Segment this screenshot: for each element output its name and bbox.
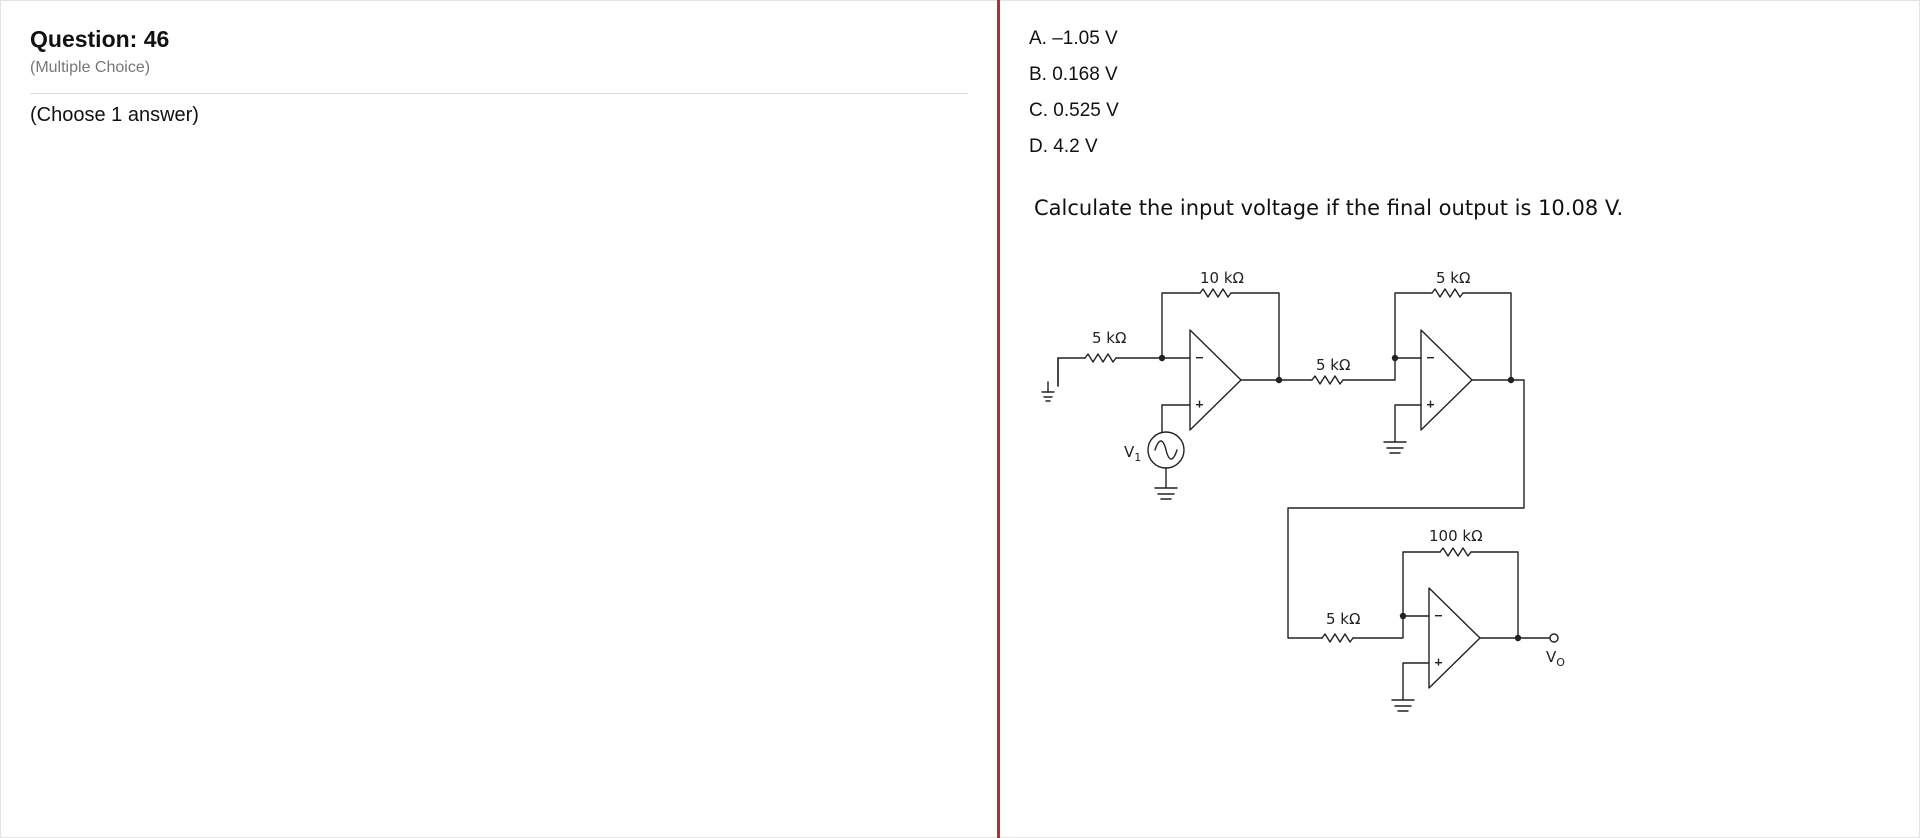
question-type: (Multiple Choice) bbox=[30, 59, 151, 76]
resistor-rin1 bbox=[1084, 353, 1117, 363]
op-amp-2 bbox=[1420, 329, 1473, 431]
resistor-rf3 bbox=[1439, 547, 1472, 557]
pane-divider bbox=[997, 0, 1000, 838]
output-label: VO bbox=[1546, 648, 1565, 669]
resistor-rf3-label: 100 kΩ bbox=[1429, 527, 1483, 545]
question-header-pane: Question: 46 (Multiple Choice) (Choose 1… bbox=[30, 26, 968, 126]
header-divider bbox=[30, 93, 968, 94]
op-amp-1 bbox=[1189, 329, 1242, 431]
option-c[interactable]: C. 0.525 V bbox=[1029, 100, 1119, 121]
question-title: Question: 46 bbox=[30, 26, 170, 52]
circuit-diagram: 5 kΩ 10 kΩ 5 kΩ 5 kΩ 5 kΩ 100 kΩ V1 VO bbox=[1041, 269, 1565, 712]
op-amp-3 bbox=[1428, 587, 1481, 689]
answer-options: A. –1.05 V B. 0.168 V C. 0.525 V D. 4.2 … bbox=[1029, 26, 1119, 170]
resistor-rin2 bbox=[1311, 375, 1344, 385]
resistor-rin1-label: 5 kΩ bbox=[1092, 329, 1126, 347]
output-terminal bbox=[1549, 633, 1559, 643]
source-label: V1 bbox=[1124, 443, 1141, 464]
resistor-rin3-label: 5 kΩ bbox=[1326, 610, 1360, 628]
resistor-rf1-label: 10 kΩ bbox=[1200, 269, 1244, 287]
resistor-rin2-label: 5 kΩ bbox=[1316, 356, 1350, 374]
answer-instruction: (Choose 1 answer) bbox=[30, 104, 199, 126]
question-content-pane: A. –1.05 V B. 0.168 V C. 0.525 V D. 4.2 … bbox=[1000, 0, 1920, 838]
option-a[interactable]: A. –1.05 V bbox=[1029, 28, 1118, 49]
question-prompt: Calculate the input voltage if the final… bbox=[1034, 196, 1624, 220]
ground-symbol bbox=[1041, 381, 1055, 402]
resistor-rf1 bbox=[1199, 288, 1232, 298]
resistor-rf2 bbox=[1431, 288, 1464, 298]
option-b[interactable]: B. 0.168 V bbox=[1029, 64, 1118, 85]
resistor-rin3 bbox=[1321, 633, 1354, 643]
resistor-rf2-label: 5 kΩ bbox=[1436, 269, 1470, 287]
option-d[interactable]: D. 4.2 V bbox=[1029, 136, 1098, 157]
